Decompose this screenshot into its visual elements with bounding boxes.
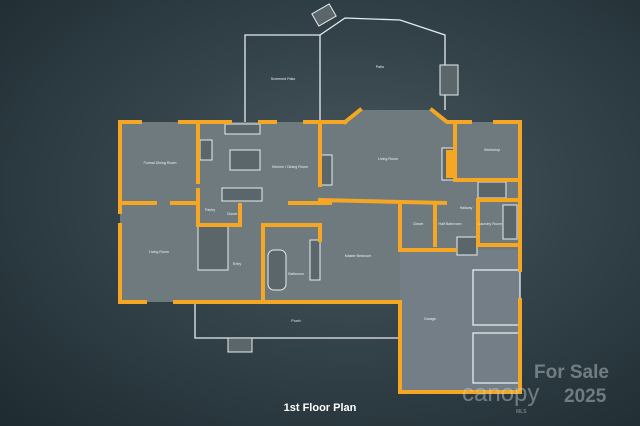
patio	[311, 3, 459, 110]
label-pantry: Pantry	[205, 208, 216, 212]
label-entry: Entry	[233, 262, 242, 266]
label-porch: Porch	[291, 319, 300, 323]
watermark-year: 2025	[564, 386, 607, 407]
patio-steps-right	[439, 64, 459, 96]
label-hallway: Hallway	[460, 206, 473, 210]
label-closet-1: Closet	[227, 212, 237, 216]
label-workshop: Workshop	[484, 148, 500, 152]
kitchen-counter-2	[221, 187, 263, 202]
label-patio: Patio	[376, 65, 384, 69]
watermark-brand: canopy	[462, 380, 540, 407]
kitchen-counter	[224, 123, 261, 135]
screened-patio	[244, 34, 321, 122]
label-closet-2: Closet	[413, 222, 423, 226]
label-screened-patio: Screened Patio	[271, 77, 296, 81]
watermark-for-sale: For Sale	[534, 362, 609, 383]
porch	[194, 302, 400, 353]
label-garage: Garage	[424, 317, 436, 321]
label-bathroom: Bathroom	[288, 272, 304, 276]
garage-floor	[400, 250, 520, 392]
label-half-bath: Half Bathroom	[439, 222, 462, 226]
stove	[199, 139, 213, 161]
fireplace-hearth	[446, 150, 454, 178]
garage-parking-1	[472, 269, 521, 326]
label-kitchen: Kitchen / Dining Room	[272, 165, 308, 169]
label-living-center: Living Room	[378, 157, 398, 161]
plan-title: 1st Floor Plan	[283, 402, 357, 414]
label-formal-dining: Formal Dining Room	[144, 161, 177, 165]
label-laundry: Laundry Room	[478, 222, 502, 226]
bathtub	[267, 249, 287, 291]
walls	[118, 107, 522, 394]
vanity	[309, 239, 321, 281]
label-master-bedroom: Master Bedroom	[345, 254, 372, 258]
watermark-brand-sub: MLS	[516, 409, 527, 415]
patio-steps	[311, 3, 337, 27]
kitchen-island	[229, 149, 261, 171]
label-living-left: Living Room	[149, 250, 169, 254]
garage-steps	[456, 236, 478, 256]
washer-dryer	[502, 204, 518, 240]
stairs	[197, 224, 229, 271]
workshop-stairs	[477, 181, 507, 199]
porch-steps	[227, 337, 253, 353]
